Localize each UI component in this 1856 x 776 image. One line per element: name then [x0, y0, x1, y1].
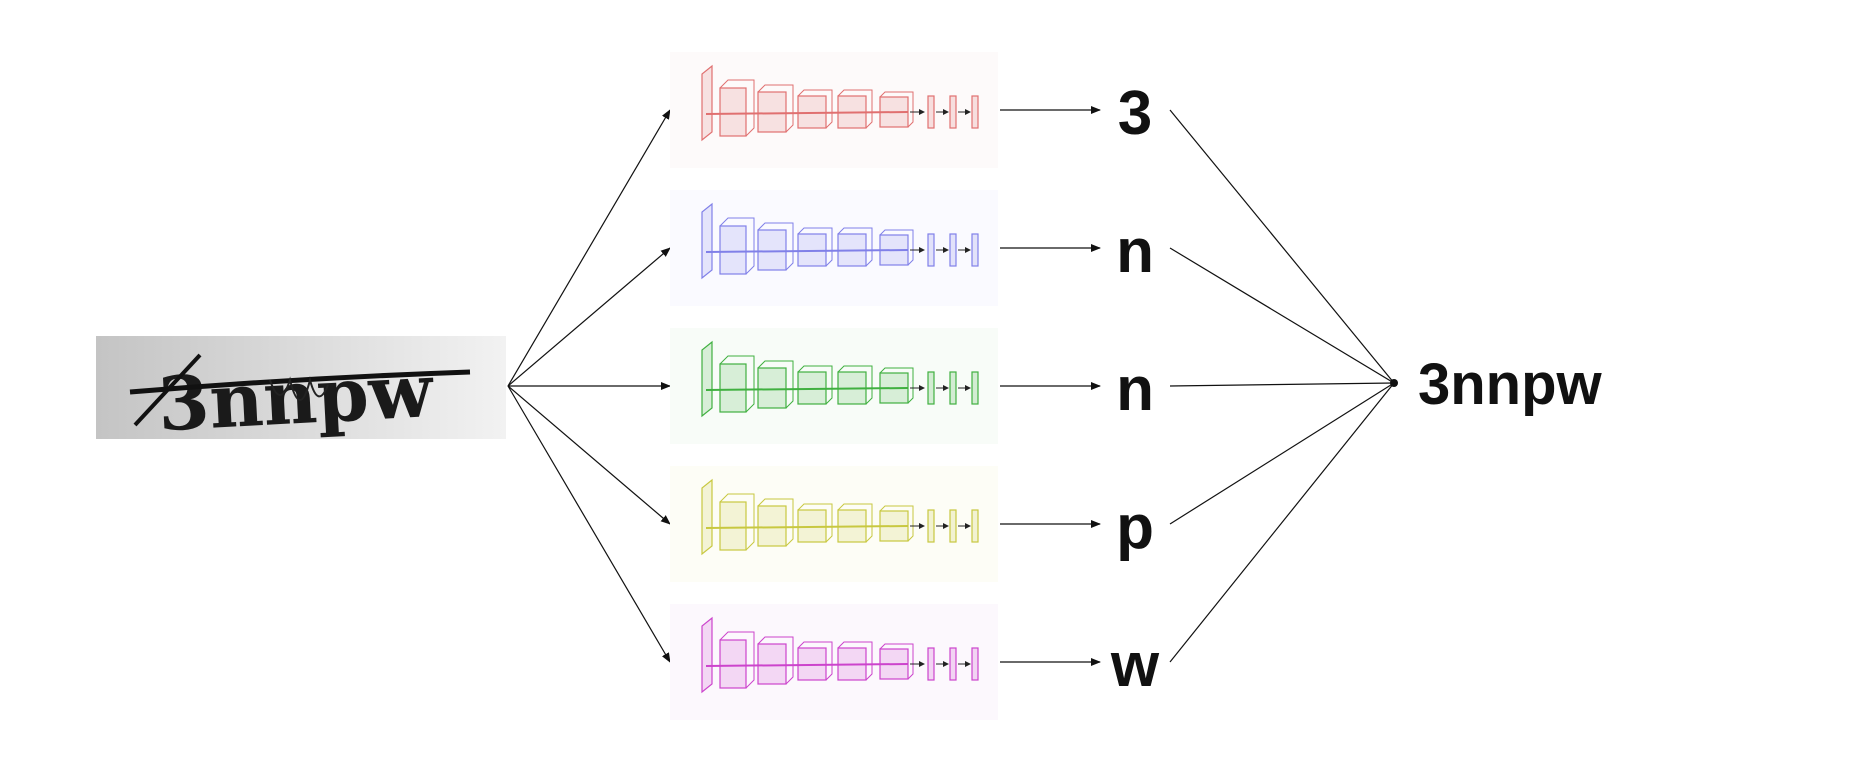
- conv-layer-depth: [879, 229, 914, 266]
- input-layer: [701, 340, 713, 418]
- output-character: p: [1116, 493, 1154, 562]
- dense-layer: [971, 95, 979, 129]
- output-characters: 3nnpw: [1000, 79, 1160, 700]
- input-layer: [701, 616, 713, 694]
- dense-layer: [949, 95, 957, 129]
- output-character: n: [1116, 217, 1154, 286]
- conv-layer-depth: [837, 89, 873, 129]
- conv-layer: [757, 229, 787, 271]
- network-3: [670, 328, 998, 444]
- layer-connection: [705, 249, 909, 253]
- conv-layer-depth: [879, 367, 914, 404]
- dense-layer: [971, 371, 979, 405]
- conv-layer-depth: [797, 89, 833, 129]
- input-layer: [701, 202, 713, 280]
- conv-layer-depth: [879, 643, 914, 680]
- dense-layer: [971, 647, 979, 681]
- dense-layer: [949, 509, 957, 543]
- dense-layer: [927, 95, 935, 129]
- result-text: 3nnpw: [1418, 352, 1603, 417]
- captcha-noise-scribble: [269, 376, 329, 401]
- input-arrow: [507, 247, 671, 387]
- captcha-noise-stroke: [133, 353, 202, 427]
- merge-line: [1169, 382, 1395, 663]
- conv-layer: [719, 363, 747, 413]
- output-character: w: [1110, 631, 1160, 700]
- dense-layer: [971, 233, 979, 267]
- network-5: [670, 604, 998, 720]
- output-character: 3: [1118, 79, 1152, 148]
- dense-layer: [927, 371, 935, 405]
- input-arrow: [507, 385, 671, 525]
- conv-layer: [757, 91, 787, 133]
- network-panel: [670, 604, 998, 720]
- conv-layer: [719, 87, 747, 137]
- input-layer: [701, 478, 713, 556]
- merge-line: [1169, 382, 1395, 387]
- merge-line: [1169, 382, 1395, 525]
- network-stack: [670, 52, 998, 720]
- output-character: n: [1116, 355, 1154, 424]
- merge-line: [1169, 247, 1395, 384]
- network-panel: [670, 52, 998, 168]
- captcha-image: 3nnpw: [96, 336, 506, 448]
- layer-connection: [705, 111, 909, 115]
- conv-layer-depth: [879, 505, 914, 542]
- conv-layer-depth: [757, 84, 794, 133]
- input-arrow: [507, 385, 671, 663]
- conv-layer-depth: [797, 503, 833, 543]
- conv-layer-depth: [797, 641, 833, 681]
- merge-lines: [1169, 109, 1395, 663]
- network-panel: [670, 466, 998, 582]
- merge-point: [1390, 379, 1398, 387]
- layer-connection: [705, 387, 909, 391]
- conv-layer-depth: [719, 79, 755, 137]
- input-arrow: [507, 109, 671, 387]
- conv-layer-depth: [757, 498, 794, 547]
- dense-layer: [949, 371, 957, 405]
- dense-layer: [949, 647, 957, 681]
- conv-layer-depth: [757, 360, 794, 409]
- conv-layer: [719, 225, 747, 275]
- input-layer: [701, 64, 713, 142]
- captcha-noise-line: [129, 369, 471, 395]
- network-4: [670, 466, 998, 582]
- conv-layer: [757, 367, 787, 409]
- conv-layer-depth: [837, 227, 873, 267]
- merge-line: [1169, 109, 1395, 384]
- conv-layer-depth: [837, 503, 873, 543]
- conv-layer-depth: [797, 227, 833, 267]
- input-arrows: [507, 109, 671, 663]
- conv-layer-depth: [719, 217, 755, 275]
- dense-layer: [927, 509, 935, 543]
- conv-layer-depth: [719, 355, 755, 413]
- conv-layer-depth: [719, 493, 755, 551]
- network-panel: [670, 190, 998, 306]
- conv-layer: [719, 639, 747, 689]
- network-2: [670, 190, 998, 306]
- conv-layer-depth: [797, 365, 833, 405]
- conv-layer: [719, 501, 747, 551]
- layer-connection: [705, 525, 909, 529]
- conv-layer: [757, 643, 787, 685]
- network-1: [670, 52, 998, 168]
- dense-layer: [971, 509, 979, 543]
- dense-layer: [927, 647, 935, 681]
- conv-layer: [757, 505, 787, 547]
- conv-layer-depth: [719, 631, 755, 689]
- network-panel: [670, 328, 998, 444]
- conv-layer-depth: [879, 91, 914, 128]
- conv-layer-depth: [757, 636, 794, 685]
- conv-layer-depth: [757, 222, 794, 271]
- layer-connection: [705, 663, 909, 667]
- dense-layer: [927, 233, 935, 267]
- conv-layer-depth: [837, 641, 873, 681]
- dense-layer: [949, 233, 957, 267]
- conv-layer-depth: [837, 365, 873, 405]
